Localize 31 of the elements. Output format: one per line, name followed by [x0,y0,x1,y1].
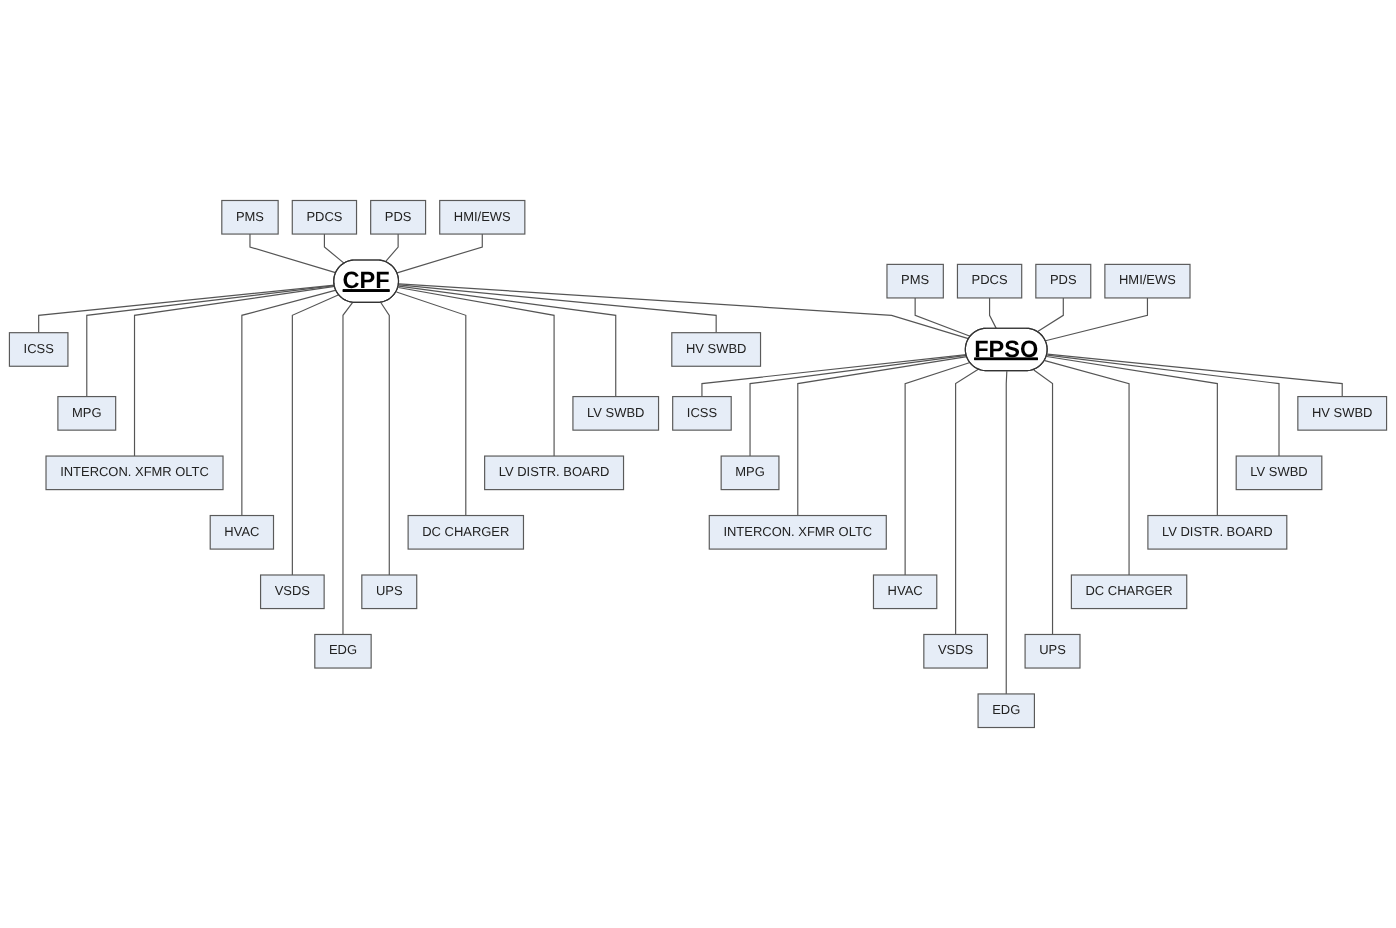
connector [249,233,337,274]
connector [241,289,337,517]
connector [323,233,346,265]
connector [989,297,998,330]
connector [1046,354,1280,457]
connector [291,294,340,576]
connector [398,283,970,340]
connector [914,297,972,338]
connector [396,233,483,274]
connector [397,286,555,457]
connector [955,368,979,636]
connector [380,302,390,576]
connector [904,361,971,576]
connector [1046,353,1343,398]
connector [398,284,717,334]
connector [1036,297,1064,333]
connector [395,291,467,517]
connector [38,284,336,334]
connector [701,354,967,398]
connector [1033,369,1054,636]
connector [86,285,336,398]
connector [797,356,968,517]
connector [1044,297,1149,342]
connector [1046,355,1218,517]
connector [342,302,354,636]
connector [133,285,336,457]
connector [384,233,399,263]
connector [398,285,617,398]
connector [1005,370,1008,695]
connector [1044,360,1130,576]
connector [749,354,968,457]
